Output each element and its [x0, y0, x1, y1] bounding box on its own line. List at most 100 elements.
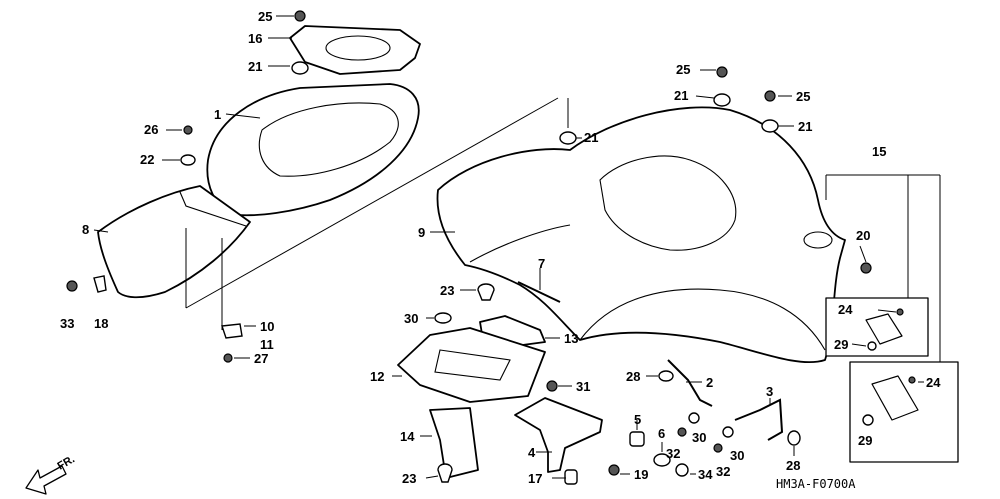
collar-6[interactable] — [653, 453, 671, 467]
callout-c25c: 25 — [796, 89, 810, 104]
callout-c22: 22 — [140, 152, 154, 167]
clip-18[interactable] — [93, 275, 107, 293]
callout-c17: 17 — [528, 471, 542, 486]
bolt-20[interactable] — [860, 262, 872, 274]
washer-28-lower[interactable] — [787, 430, 801, 446]
callout-labels: 25 16 21 1 26 22 8 33 18 10 11 27 9 21 2… — [60, 9, 941, 486]
callout-c29b: 29 — [858, 433, 872, 448]
part-3-bracket[interactable] — [734, 398, 784, 441]
diagram-code: HM3A-F0700A — [776, 477, 856, 491]
callout-c30c: 30 — [730, 448, 744, 463]
part-14-lower-flap[interactable] — [429, 407, 479, 479]
callout-c28a: 28 — [626, 369, 640, 384]
callout-c29a: 29 — [834, 337, 848, 352]
callout-c19: 19 — [634, 467, 648, 482]
callout-c9: 9 — [418, 225, 425, 240]
washer-28-upper[interactable] — [658, 370, 674, 382]
leader-lines — [93, 15, 924, 479]
bolt-25-right-a[interactable] — [716, 66, 728, 78]
callout-c30a: 30 — [404, 311, 418, 326]
callout-c25a: 25 — [258, 9, 272, 24]
callout-c33: 33 — [60, 316, 74, 331]
callout-c21a: 21 — [248, 59, 262, 74]
screw-24-upper[interactable] — [896, 308, 904, 316]
callout-c24a: 24 — [838, 302, 853, 317]
callout-c15: 15 — [872, 144, 886, 159]
washer-30-c[interactable] — [722, 426, 734, 438]
callout-c13: 13 — [564, 331, 578, 346]
screw-27[interactable] — [223, 353, 233, 363]
bolt-25-right-b[interactable] — [764, 90, 776, 102]
callout-c6: 6 — [658, 426, 665, 441]
front-label: FR. — [56, 453, 77, 472]
callout-c26: 26 — [144, 122, 158, 137]
callout-c14: 14 — [400, 429, 415, 444]
part-2-bracket[interactable] — [667, 359, 713, 407]
grommet-21-right-b[interactable] — [761, 119, 779, 133]
callout-c18: 18 — [94, 316, 108, 331]
callout-c5: 5 — [634, 412, 641, 427]
collar-22[interactable] — [180, 154, 196, 166]
grommet-21-top[interactable] — [291, 61, 309, 75]
callout-c8: 8 — [82, 222, 89, 237]
callout-c32a: 32 — [666, 446, 680, 461]
callout-c20: 20 — [856, 228, 870, 243]
plate-assembly-upper[interactable] — [825, 297, 929, 357]
callout-c4: 4 — [528, 445, 536, 460]
bolt-32-a[interactable] — [677, 427, 687, 437]
nut-31[interactable] — [546, 380, 558, 392]
front-direction-marker: FR. — [25, 453, 77, 495]
nut-29-lower[interactable] — [862, 414, 874, 426]
bolt-25-top[interactable] — [294, 10, 306, 22]
callout-c3: 3 — [766, 384, 773, 399]
washer-30-left[interactable] — [434, 312, 452, 324]
part-7-rod[interactable] — [517, 281, 561, 303]
part-16-top-plate[interactable] — [289, 25, 421, 75]
part-1-rear-fender-upper[interactable] — [206, 83, 420, 217]
rubber-5[interactable] — [629, 431, 645, 447]
bolt-26[interactable] — [183, 125, 193, 135]
callout-c32b: 32 — [716, 464, 730, 479]
plate-assembly-lower[interactable] — [849, 361, 959, 463]
bolt-19[interactable] — [608, 464, 620, 476]
callout-c7: 7 — [538, 256, 545, 271]
callout-c21d: 21 — [798, 119, 812, 134]
rubber-17[interactable] — [564, 469, 578, 485]
washer-30-b[interactable] — [688, 412, 700, 424]
callout-c24b: 24 — [926, 375, 941, 390]
grommet-21-right-a[interactable] — [713, 93, 731, 107]
grommet-21-center[interactable] — [559, 131, 577, 145]
callout-c31: 31 — [576, 379, 590, 394]
bolt-33[interactable] — [66, 280, 78, 292]
hardware — [66, 10, 916, 485]
callout-c34: 34 — [698, 467, 713, 482]
callout-c30b: 30 — [692, 430, 706, 445]
part-12-tray[interactable] — [397, 327, 546, 403]
callout-c12: 12 — [370, 369, 384, 384]
callout-c21b: 21 — [584, 130, 598, 145]
screw-24-lower[interactable] — [908, 376, 916, 384]
nut-29-upper[interactable] — [867, 341, 877, 351]
part-9-front-fender[interactable] — [436, 106, 846, 364]
callout-c25b: 25 — [676, 62, 690, 77]
callout-c11: 11 — [260, 337, 274, 352]
nut-34[interactable] — [675, 463, 689, 477]
clip-10-11[interactable] — [221, 323, 243, 339]
callout-c2: 2 — [706, 375, 713, 390]
bolt-32-b[interactable] — [713, 443, 723, 453]
clip-23-upper[interactable] — [477, 283, 495, 301]
part-4-stay[interactable] — [514, 397, 603, 473]
guide-lines — [185, 97, 569, 330]
callout-c27: 27 — [254, 351, 268, 366]
part-15-group-bracket — [825, 174, 941, 362]
callout-c1: 1 — [214, 107, 221, 122]
callout-c10: 10 — [260, 319, 274, 334]
callout-c21c: 21 — [674, 88, 688, 103]
callout-c16: 16 — [248, 31, 262, 46]
clip-23-lower[interactable] — [437, 463, 453, 483]
part-8-mud-flap[interactable] — [97, 185, 251, 299]
callout-c23b: 23 — [402, 471, 416, 486]
callout-c23a: 23 — [440, 283, 454, 298]
